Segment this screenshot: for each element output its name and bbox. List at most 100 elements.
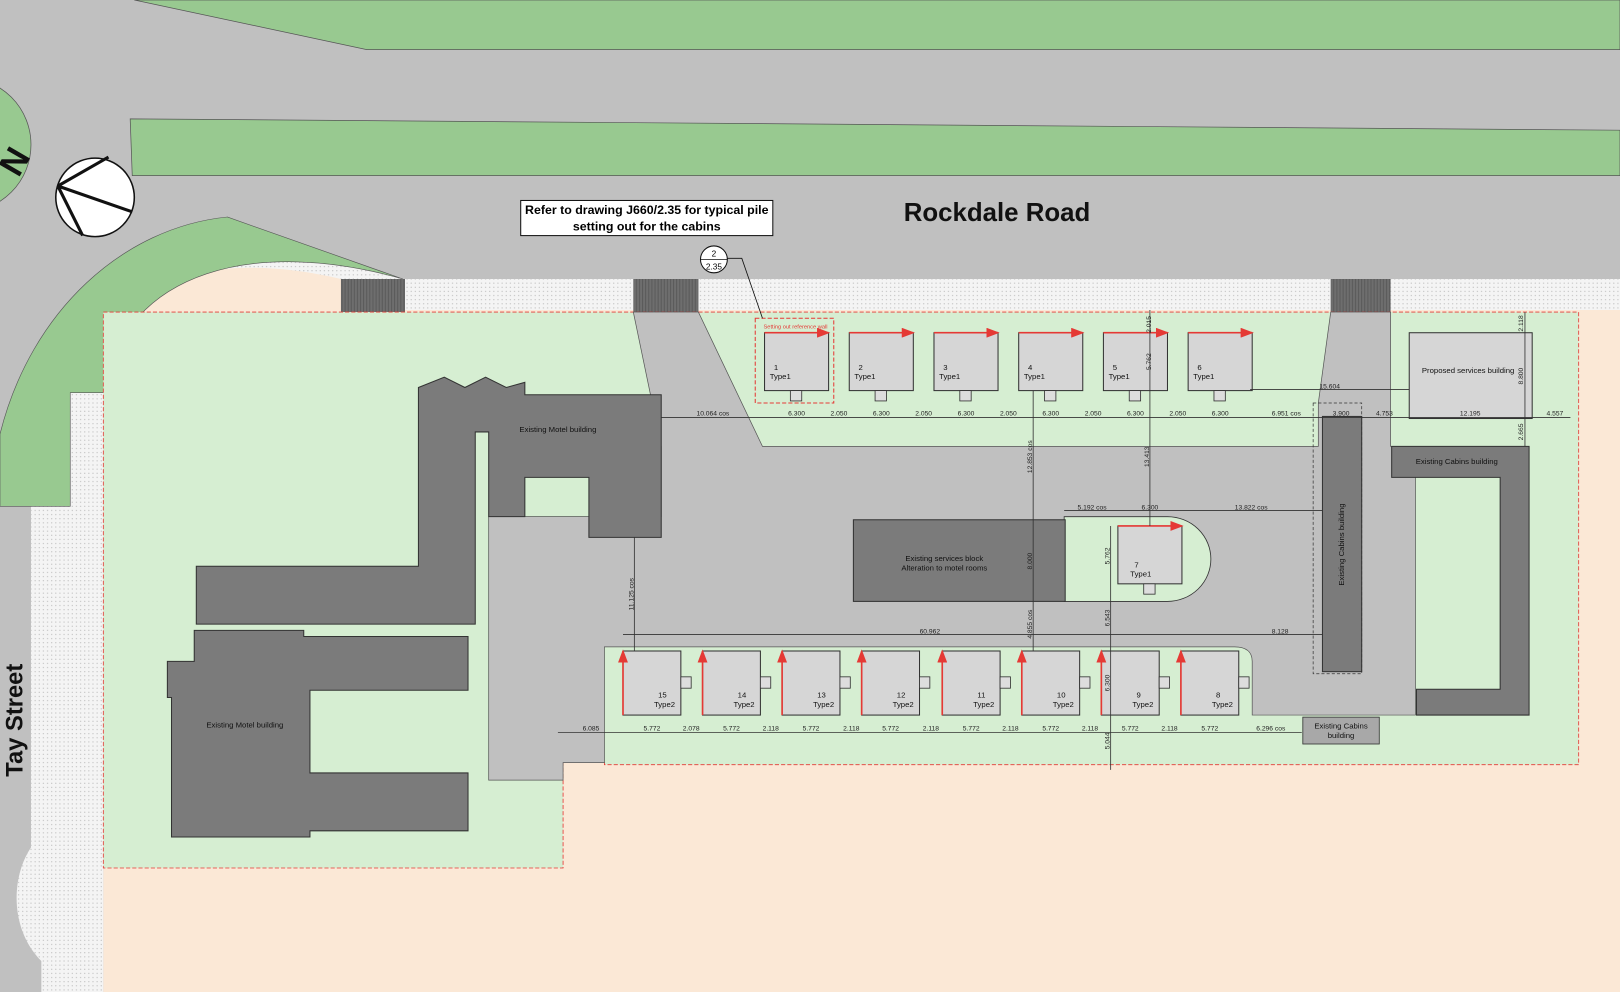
- note-line-2: setting out for the cabins: [573, 219, 721, 233]
- cabin-type: Type2: [654, 700, 675, 709]
- cabin-footprint: [848, 332, 914, 392]
- driveway-crossing-1: [340, 279, 405, 313]
- cabins-small-label-2: building: [1328, 731, 1355, 740]
- motel-building-top: [195, 376, 662, 625]
- dim-text: 8.800: [1518, 367, 1525, 384]
- cabin-step: [789, 390, 803, 402]
- cabins-vertical-outline: [1312, 402, 1363, 675]
- dimensions-bottom-row: 6.085 5.772 2.078 5.772 2.118 5.772 2.118 5.772…: [583, 726, 1286, 733]
- cabin-number: 9: [1136, 690, 1140, 699]
- dim-text: 6.296 cos: [1256, 726, 1286, 733]
- cabin-type: Type1: [854, 372, 875, 381]
- dim-text: 5.772: [1122, 726, 1139, 733]
- drawing-note: Refer to drawing J660/2.35 for typical p…: [520, 199, 774, 237]
- cabin-type: Type2: [813, 700, 834, 709]
- cabin-footprint: [1187, 332, 1253, 392]
- grass-median: [129, 118, 1620, 177]
- cabin-step: [1158, 676, 1170, 689]
- cabin-footprint: [1018, 332, 1084, 392]
- cabin-step: [1128, 390, 1142, 402]
- cabin-number: 15: [658, 690, 667, 699]
- setting-out-label: Setting out reference wall: [764, 325, 828, 331]
- section-marker-top: 2: [712, 249, 717, 258]
- motel-bottom-label: Existing Motel building: [206, 720, 283, 729]
- dim-text: 2.118: [1082, 726, 1099, 733]
- dimensions-misc: 15.604 2.015 5.762 2.118 8.800 2.665 12.…: [628, 315, 1525, 749]
- dim-text: 6.300: [1142, 504, 1159, 511]
- cabin-type: Type1: [1193, 372, 1214, 381]
- dim-text: 2.665: [1518, 423, 1525, 440]
- cabin-type: Type1: [770, 372, 791, 381]
- tay-street-label: Tay Street: [2, 664, 29, 777]
- dim-text: 6.300: [958, 410, 975, 417]
- dim-text: 5.772: [803, 726, 820, 733]
- rockdale-road-label: Rockdale Road: [904, 199, 1091, 227]
- dim-text: 4.557: [1547, 410, 1564, 417]
- dim-text: 2.015: [1146, 316, 1153, 333]
- cabin-type: Type1: [1130, 570, 1151, 579]
- dim-text: 2.118: [1161, 726, 1178, 733]
- cabins-small-label-1: Existing Cabins: [1314, 721, 1367, 730]
- dimension-lines: [557, 310, 1571, 770]
- dim-text: 13.822 cos: [1235, 504, 1268, 511]
- cabin-type: Type2: [734, 700, 755, 709]
- dim-text: 15.604: [1319, 384, 1340, 391]
- proposed-services-building: [1408, 332, 1533, 420]
- dim-text: 6.300: [873, 410, 890, 417]
- cabin-footprint: [941, 650, 1001, 716]
- dim-text: 6.951 cos: [1272, 410, 1302, 417]
- cabin-number: 13: [817, 690, 826, 699]
- cabin-footprint: [933, 332, 999, 392]
- motel-top-label: Existing Motel building: [519, 425, 596, 434]
- dim-text: 2.050: [1085, 410, 1102, 417]
- services-block: [852, 519, 1066, 602]
- dim-text: 2.078: [683, 726, 700, 733]
- section-marker-bottom: 2.35: [706, 263, 722, 272]
- cabin-step: [874, 390, 887, 402]
- cabin-number: 2: [859, 363, 863, 372]
- services-block-label-1: Existing services block: [905, 554, 983, 563]
- cabin-type: Type2: [1132, 700, 1153, 709]
- cabin-step: [759, 676, 772, 689]
- dim-text: 5.772: [644, 726, 661, 733]
- cabin-number: 12: [897, 690, 906, 699]
- dim-text: 5.772: [1201, 726, 1218, 733]
- driveway-crossing-3: [1330, 279, 1391, 313]
- dim-text: 6.085: [583, 726, 600, 733]
- cabins-building-right: [1391, 445, 1530, 716]
- dim-text: 6.300: [1042, 410, 1059, 417]
- cabin-number: 4: [1028, 363, 1033, 372]
- section-marker: 2 2.35: [699, 245, 763, 319]
- cabin-footprint: [1117, 525, 1183, 585]
- dim-text: 6.300: [1105, 674, 1112, 691]
- dim-text: 5.762: [1146, 353, 1153, 370]
- cabin-type: Type2: [973, 700, 994, 709]
- note-line-1: Refer to drawing J660/2.35 for typical p…: [525, 203, 769, 217]
- cabin-step: [1238, 676, 1250, 689]
- dim-text: 2.118: [763, 726, 780, 733]
- dim-text: 2.050: [1169, 410, 1186, 417]
- dim-text: 2.118: [843, 726, 860, 733]
- dim-text: 3.900: [1333, 410, 1350, 417]
- cabin-step: [839, 676, 851, 689]
- cabin-number: 11: [977, 690, 985, 699]
- grass-verge-top: [134, 0, 1620, 50]
- cabin-type: Type2: [1212, 700, 1233, 709]
- dim-text: 5.772: [723, 726, 740, 733]
